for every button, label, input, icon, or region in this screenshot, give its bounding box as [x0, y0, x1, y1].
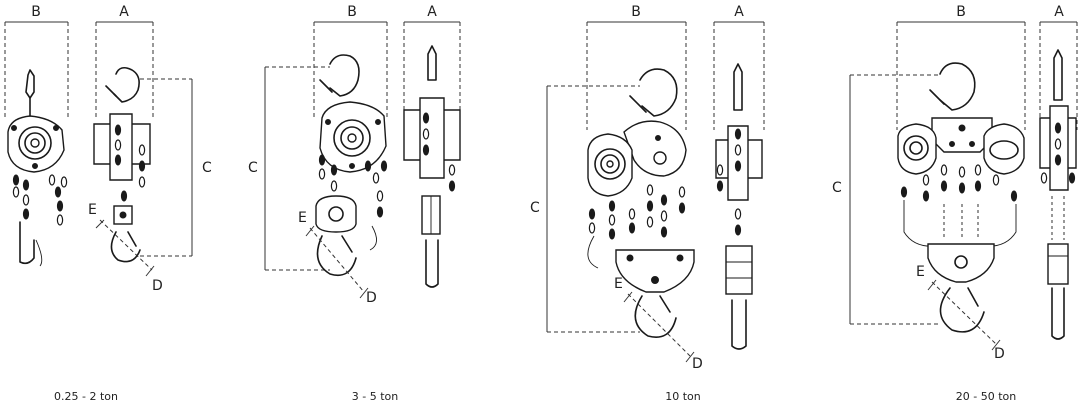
label-b: B: [631, 4, 641, 20]
label-e: E: [298, 210, 307, 226]
dimension-e-d-2: E D: [298, 210, 377, 306]
dimension-c-3: C: [530, 85, 640, 333]
dimension-c-2: C: [248, 66, 330, 271]
hoist-front-view-1: [7, 69, 68, 267]
dimension-b-3: B: [586, 4, 687, 130]
label-e: E: [916, 264, 925, 280]
hoist-side-view-3: [715, 63, 763, 350]
dimension-a-3: A: [713, 4, 765, 130]
dimension-a-1: A: [95, 4, 154, 118]
variant-3: B A C: [530, 4, 765, 403]
label-b: B: [956, 4, 966, 20]
caption: 10 ton: [665, 390, 701, 403]
dimension-b-2: B: [313, 4, 388, 118]
label-c: C: [530, 200, 540, 216]
variant-2: B A C: [248, 4, 461, 403]
label-c: C: [202, 160, 212, 176]
dimension-e-d-4: E D: [916, 264, 1005, 362]
variant-1: B A C: [4, 4, 212, 403]
dimension-e-d-3: E D: [614, 276, 703, 372]
hoist-side-view-4: [1039, 49, 1077, 340]
label-d: D: [152, 278, 163, 294]
label-d: D: [366, 290, 377, 306]
label-a: A: [734, 4, 744, 20]
caption: 20 - 50 ton: [956, 390, 1016, 403]
dimension-b-1: B: [4, 4, 69, 118]
label-c: C: [832, 180, 842, 196]
dimension-a-4: A: [1039, 4, 1078, 130]
label-b: B: [347, 4, 357, 20]
label-a: A: [1054, 4, 1064, 20]
dimension-a-2: A: [403, 4, 461, 118]
hoist-front-view-2: [315, 54, 388, 277]
label-b: B: [31, 4, 41, 20]
label-a: A: [427, 4, 437, 20]
dimension-c-4: C: [832, 74, 940, 325]
caption: 3 - 5 ton: [352, 390, 398, 403]
label-e: E: [614, 276, 623, 292]
caption: 0.25 - 2 ton: [54, 390, 118, 403]
hoist-front-view-4: [897, 62, 1025, 333]
variant-4: B A C: [832, 4, 1078, 403]
dimension-b-4: B: [896, 4, 1026, 130]
hoist-front-view-3: [587, 68, 695, 338]
label-a: A: [119, 4, 129, 20]
label-d: D: [994, 346, 1005, 362]
label-d: D: [692, 356, 703, 372]
hoist-side-view-1: [93, 66, 151, 263]
label-c: C: [248, 160, 258, 176]
dimension-e-d-1: E D: [88, 202, 163, 294]
label-e: E: [88, 202, 97, 218]
dimension-c-1: C: [140, 78, 212, 257]
hoist-side-view-2: [403, 45, 461, 288]
